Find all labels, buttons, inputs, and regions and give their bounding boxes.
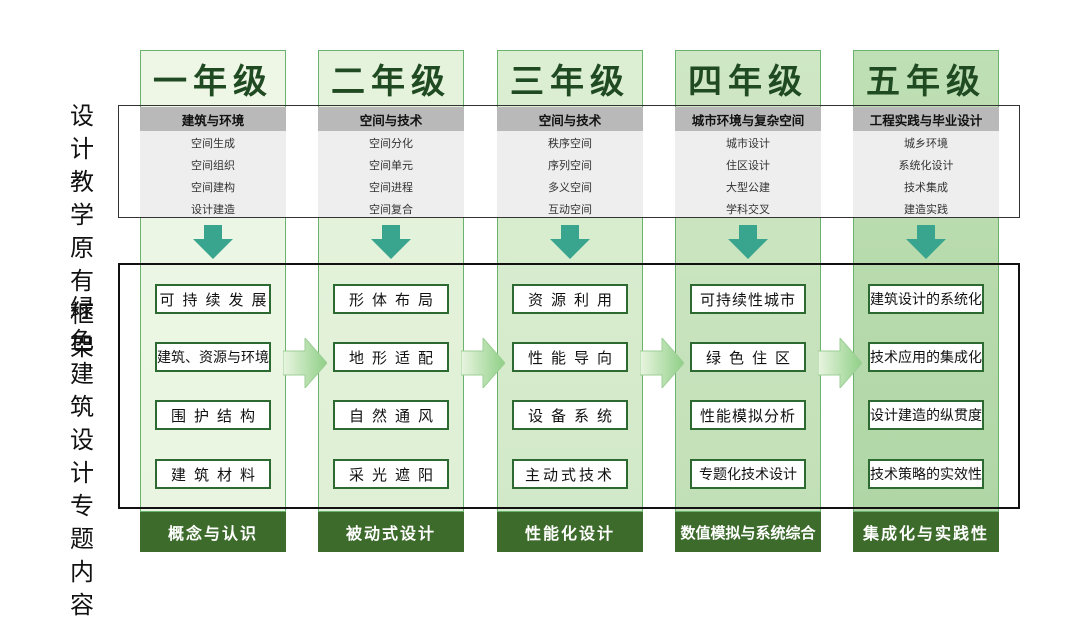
side-label-line: 绿色 — [70, 294, 96, 355]
framework-item: 大型公建 — [726, 181, 770, 194]
topic-box: 绿色住区 — [690, 342, 806, 372]
framework-item: 技术集成 — [904, 181, 948, 194]
topic-box: 可持续性城市 — [690, 284, 806, 314]
topic-box: 专题化技术设计 — [690, 459, 806, 489]
year-footer-2: 被动式设计 — [318, 512, 464, 552]
original-framework-band — [118, 105, 1020, 218]
framework-item: 空间进程 — [369, 181, 413, 194]
framework-item: 空间单元 — [369, 159, 413, 172]
framework-title: 城市环境与复杂空间 — [675, 107, 821, 131]
framework-item: 空间复合 — [369, 203, 413, 216]
framework-item: 秩序空间 — [548, 137, 592, 150]
topic-box: 技术应用的集成化 — [868, 342, 984, 372]
framework-item: 系统化设计 — [898, 159, 954, 172]
framework-box-2: 空间与技术 空间分化 空间单元 空间进程 空间复合 — [318, 107, 464, 217]
side-label-line: 专题 — [70, 492, 96, 553]
topic-box: 资源利用 — [512, 284, 628, 314]
down-arrow-icon — [728, 225, 768, 259]
topic-box: 建筑设计的系统化 — [868, 284, 984, 314]
framework-item: 城乡环境 — [904, 137, 948, 150]
framework-item: 多义空间 — [548, 181, 592, 194]
year-footer-3: 性能化设计 — [497, 512, 643, 552]
framework-item: 空间建构 — [191, 181, 235, 194]
right-arrow-icon — [283, 338, 327, 388]
curriculum-diagram: 设计 教学 原有 框架 绿色 建筑 设计 专题 内容 一年级 二年级 三年级 四… — [58, 50, 1020, 619]
year-title: 三年级 — [510, 61, 630, 102]
topic-box: 建筑、资源与环境 — [155, 342, 271, 372]
framework-item: 住区设计 — [726, 159, 770, 172]
side-label-line: 原有 — [70, 234, 96, 295]
side-label-line: 教学 — [70, 168, 96, 229]
year-title: 四年级 — [688, 61, 808, 102]
framework-box-3: 空间与技术 秩序空间 序列空间 多义空间 互动空间 — [497, 107, 643, 217]
side-label-line: 设计 — [70, 426, 96, 487]
side-label-original-framework: 设计 教学 原有 框架 — [58, 100, 108, 364]
framework-title: 空间与技术 — [497, 107, 643, 131]
framework-item: 城市设计 — [726, 137, 770, 150]
topic-box: 地形适配 — [333, 342, 449, 372]
year-footer-1: 概念与认识 — [140, 512, 286, 552]
topic-box: 设备系统 — [512, 400, 628, 430]
topic-box: 采光遮阳 — [333, 459, 449, 489]
framework-title: 工程实践与毕业设计 — [853, 107, 999, 131]
side-label-line: 框架 — [70, 300, 96, 361]
side-label-line: 设计 — [70, 102, 96, 163]
side-label-line: 建筑 — [70, 360, 96, 421]
framework-item: 序列空间 — [548, 159, 592, 172]
side-label-green-topics: 绿色 建筑 设计 专题 内容 — [58, 292, 108, 622]
year-footer-4: 数值模拟与系统综合 — [675, 512, 821, 552]
topic-box: 性能模拟分析 — [690, 400, 806, 430]
topic-box: 设计建造的纵贯度 — [868, 400, 984, 430]
year-title: 二年级 — [331, 61, 451, 102]
down-arrow-icon — [371, 225, 411, 259]
topic-box: 技术策略的实效性 — [868, 459, 984, 489]
topic-box: 建筑材料 — [155, 459, 271, 489]
right-arrow-icon — [640, 338, 684, 388]
topic-box: 可持续发展 — [155, 284, 271, 314]
right-arrow-icon — [461, 338, 505, 388]
topic-box: 形体布局 — [333, 284, 449, 314]
down-arrow-icon — [906, 225, 946, 259]
framework-item: 建造实践 — [904, 203, 948, 216]
framework-item: 空间分化 — [369, 137, 413, 150]
framework-item: 空间组织 — [191, 159, 235, 172]
framework-title: 空间与技术 — [318, 107, 464, 131]
framework-box-4: 城市环境与复杂空间 城市设计 住区设计 大型公建 学科交叉 — [675, 107, 821, 217]
framework-title: 建筑与环境 — [140, 107, 286, 131]
framework-item: 设计建造 — [191, 203, 235, 216]
year-title: 五年级 — [866, 61, 986, 102]
down-arrow-icon — [550, 225, 590, 259]
topic-box: 自然通风 — [333, 400, 449, 430]
topic-box: 主动式技术 — [512, 459, 628, 489]
framework-box-1: 建筑与环境 空间生成 空间组织 空间建构 设计建造 — [140, 107, 286, 217]
right-arrow-icon — [818, 338, 862, 388]
topic-box: 性能导向 — [512, 342, 628, 372]
framework-item: 互动空间 — [548, 203, 592, 216]
year-footer-5: 集成化与实践性 — [853, 512, 999, 552]
topic-box: 围护结构 — [155, 400, 271, 430]
framework-item: 学科交叉 — [726, 203, 770, 216]
down-arrow-icon — [193, 225, 233, 259]
year-title: 一年级 — [153, 61, 273, 102]
side-label-line: 内容 — [70, 558, 96, 619]
green-topics-band — [118, 263, 1020, 509]
framework-item: 空间生成 — [191, 137, 235, 150]
framework-box-5: 工程实践与毕业设计 城乡环境 系统化设计 技术集成 建造实践 — [853, 107, 999, 217]
